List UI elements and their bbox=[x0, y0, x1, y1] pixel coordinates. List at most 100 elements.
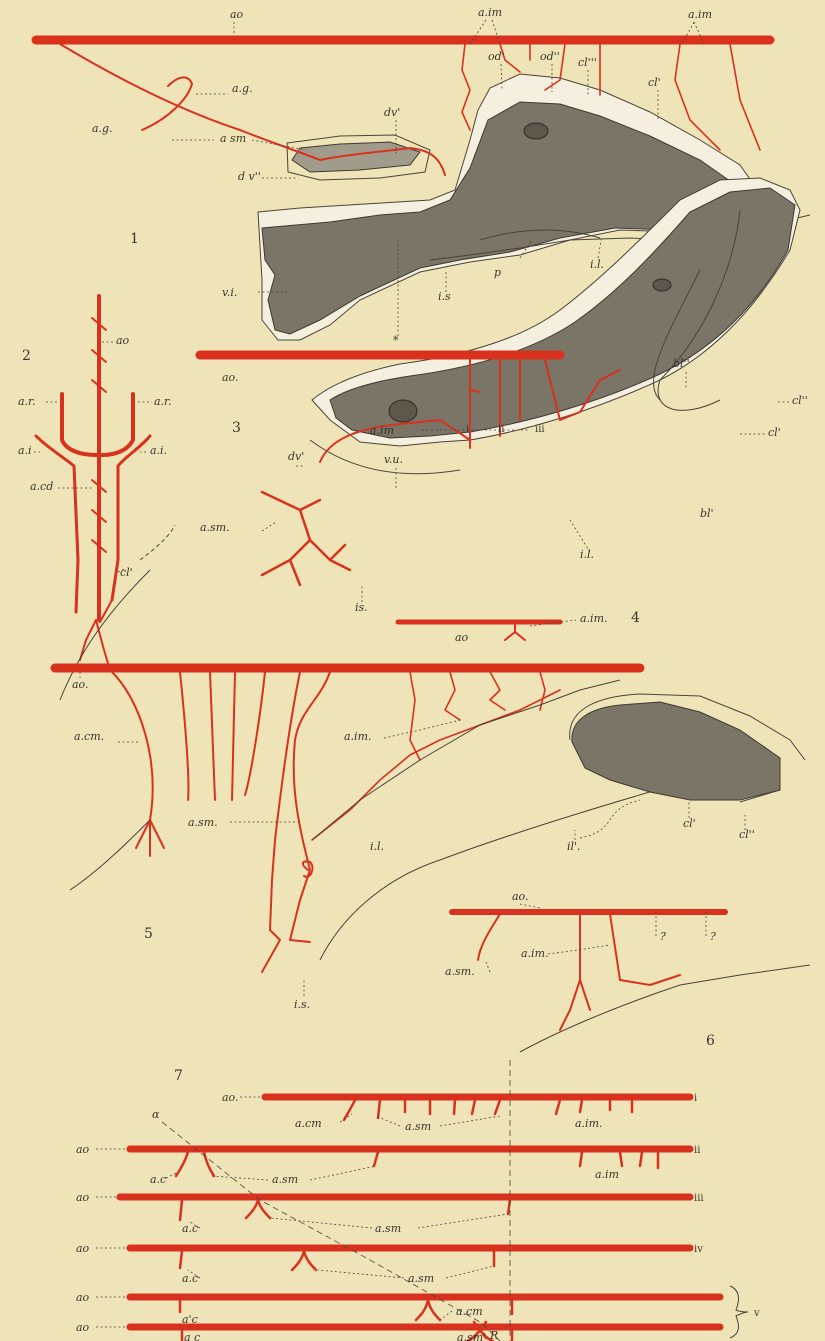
fig6-label-a-sm: a.sm. bbox=[445, 965, 475, 978]
fig3-label-ii: ii bbox=[498, 424, 504, 435]
fig7-alpha-line bbox=[162, 1122, 500, 1341]
fig1-label-i-l: i.l. bbox=[590, 258, 604, 271]
figure-5: ao. a.cm. a.im. a.sm. i.l. i.s. 5 bbox=[55, 668, 805, 1011]
fig6-a-sm-vessel bbox=[478, 914, 500, 960]
fig6-number: 6 bbox=[706, 1033, 715, 1049]
fig5-label-a-im: a.im. bbox=[344, 730, 372, 743]
fig7-row-iii-branches bbox=[180, 1200, 510, 1220]
fig7-label-a-cm-1: a.cm bbox=[295, 1117, 322, 1130]
fig1-a-im-vessel-1 bbox=[462, 44, 470, 130]
fig3-label-is: is. bbox=[355, 601, 368, 614]
fig3-label-i-l: i.l. bbox=[580, 548, 594, 561]
fig1-label-a-im-2: a.im bbox=[688, 8, 712, 21]
fig7-label-a-im-2: a.im bbox=[595, 1168, 619, 1181]
figure-7: 7 ao. a.cm a.sm a.im. α ao a.c a.sm a.im… bbox=[76, 1060, 760, 1341]
fig2-renal-right bbox=[102, 394, 133, 455]
fig1-label-a-g-1: a.g. bbox=[232, 82, 253, 95]
fig1-label-a-im-1: a.im bbox=[478, 6, 502, 19]
fig1-label-cl3: cl''' bbox=[578, 56, 597, 69]
fig1-label-cl1: cl' bbox=[648, 76, 661, 89]
fig4-label-a-im: a.im. bbox=[580, 612, 608, 625]
fig1-label-od2: od'' bbox=[540, 50, 560, 63]
fig2-iliac-left bbox=[36, 436, 78, 612]
fig6-label-q2: ? bbox=[710, 930, 716, 943]
fig3-opening bbox=[389, 400, 417, 422]
fig7-leaders bbox=[96, 1097, 508, 1327]
fig1-label-i-s: i.s bbox=[438, 290, 451, 303]
fig5-mesentery-line bbox=[312, 680, 620, 840]
fig3-label-dv1: dv' bbox=[288, 450, 304, 463]
fig5-label-a-cm: a.cm. bbox=[74, 730, 104, 743]
fig5-hindgut-vessel bbox=[290, 672, 330, 942]
fig7-label-a-sm-3: a.sm bbox=[375, 1222, 401, 1235]
fig7-label-ao-2: ao bbox=[76, 1143, 90, 1156]
fig7-number: 7 bbox=[174, 1068, 183, 1084]
fig7-label-ao-3: ao bbox=[76, 1191, 90, 1204]
fig7-label-a-c-3: a.c bbox=[182, 1222, 198, 1235]
fig1-a-g-vessel bbox=[142, 77, 192, 130]
fig5-body-outline bbox=[70, 820, 150, 890]
fig1-label-p: p bbox=[494, 266, 501, 279]
figure-4: ao a.im. 4 bbox=[398, 610, 640, 644]
fig3-label-a-im: a.im bbox=[370, 424, 394, 437]
fig3-label-ao: ao. bbox=[222, 371, 238, 384]
fig1-label-dv2: d v'' bbox=[238, 170, 261, 183]
fig7-label-a-c-4: a.c bbox=[182, 1272, 198, 1285]
fig6-label-cl1: cl' bbox=[683, 817, 696, 830]
fig7-label-a-c-2: a.c bbox=[150, 1173, 166, 1186]
fig5-mesentery-vessels bbox=[312, 672, 560, 840]
figure-6: ao. a.sm. a.im. ? ? il'. cl' cl'' 6 bbox=[445, 800, 810, 1052]
fig4-label-ao: ao bbox=[455, 631, 469, 644]
fig7-label-a-c-6: a c bbox=[184, 1331, 200, 1341]
fig3-label-iii: iii bbox=[535, 424, 545, 435]
fig2-label-a-i-left: a.i bbox=[18, 444, 32, 457]
fig3-label-cl1: cl' bbox=[768, 426, 781, 439]
fig3-a-sm-vessel bbox=[262, 492, 350, 585]
fig7-row-ii-branches bbox=[176, 1152, 658, 1176]
fig3-label-a-sm: a.sm. bbox=[200, 521, 230, 534]
fig5-label-i-l: i.l. bbox=[370, 840, 384, 853]
fig5-label-i-s: i.s. bbox=[294, 998, 310, 1011]
fig1-label-v-i: v.i. bbox=[222, 286, 237, 299]
fig7-label-a-im-1: a.im. bbox=[575, 1117, 603, 1130]
fig7-label-a-sm-2: a.sm bbox=[272, 1173, 298, 1186]
fig5-label-ao: ao. bbox=[72, 678, 88, 691]
fig6-label-a-im: a.im. bbox=[521, 947, 549, 960]
fig7-label-roman-iii: iii bbox=[694, 1193, 704, 1204]
fig7-label-a-c-5: a'c bbox=[182, 1313, 198, 1326]
fig2-label-a-r-right: a.r. bbox=[154, 395, 172, 408]
fig3-label-v-u: v.u. bbox=[384, 453, 403, 466]
fig1-label-dv1: dv' bbox=[384, 106, 400, 119]
fig7-label-ao-4: ao bbox=[76, 1242, 90, 1255]
fig6-label-cl2: cl'' bbox=[739, 828, 755, 841]
fig5-leaders bbox=[80, 672, 460, 996]
fig3-label-i: i bbox=[466, 424, 469, 435]
fig2-label-a-i-right: a.i. bbox=[150, 444, 167, 457]
fig1-label-od1: od' bbox=[488, 50, 505, 63]
fig7-label-ao-5: ao bbox=[76, 1291, 90, 1304]
fig6-label-il1: il'. bbox=[567, 840, 581, 853]
fig4-a-im-vessel bbox=[505, 624, 525, 640]
fig2-label-ao: ao bbox=[116, 334, 130, 347]
fig5-number: 5 bbox=[144, 926, 153, 942]
fig7-label-a-sm-6: a.sm' bbox=[457, 1331, 486, 1341]
fig3-number: 3 bbox=[232, 420, 241, 436]
fig4-number: 4 bbox=[631, 610, 640, 626]
fig3-label-bl1: bl' bbox=[700, 507, 714, 520]
fig7-label-alpha: α bbox=[152, 1108, 160, 1121]
fig2-label-a-cd: a.cd bbox=[30, 480, 53, 493]
fig3-label-bl2: bl'' bbox=[673, 357, 690, 370]
fig3-bladder-opening bbox=[653, 279, 671, 291]
fig2-renal-left bbox=[62, 394, 96, 455]
fig7-label-roman-v: v bbox=[753, 1308, 760, 1319]
fig5-label-a-sm: a.sm. bbox=[188, 816, 218, 829]
figure-2: 2 ao a.r. a.r. a.i a.i. a.cd cl' bbox=[18, 296, 175, 700]
fig6-boundary-line bbox=[520, 965, 810, 1052]
fig2-label-cl1: cl' bbox=[120, 566, 133, 579]
fig7-label-roman-i: i bbox=[694, 1093, 697, 1104]
fig7-label-ao-6: ao bbox=[76, 1321, 90, 1334]
fig7-label-roman-iv: iv bbox=[694, 1244, 703, 1255]
fig7-label-ao-1: ao. bbox=[222, 1091, 238, 1104]
fig2-leaders bbox=[34, 342, 152, 572]
